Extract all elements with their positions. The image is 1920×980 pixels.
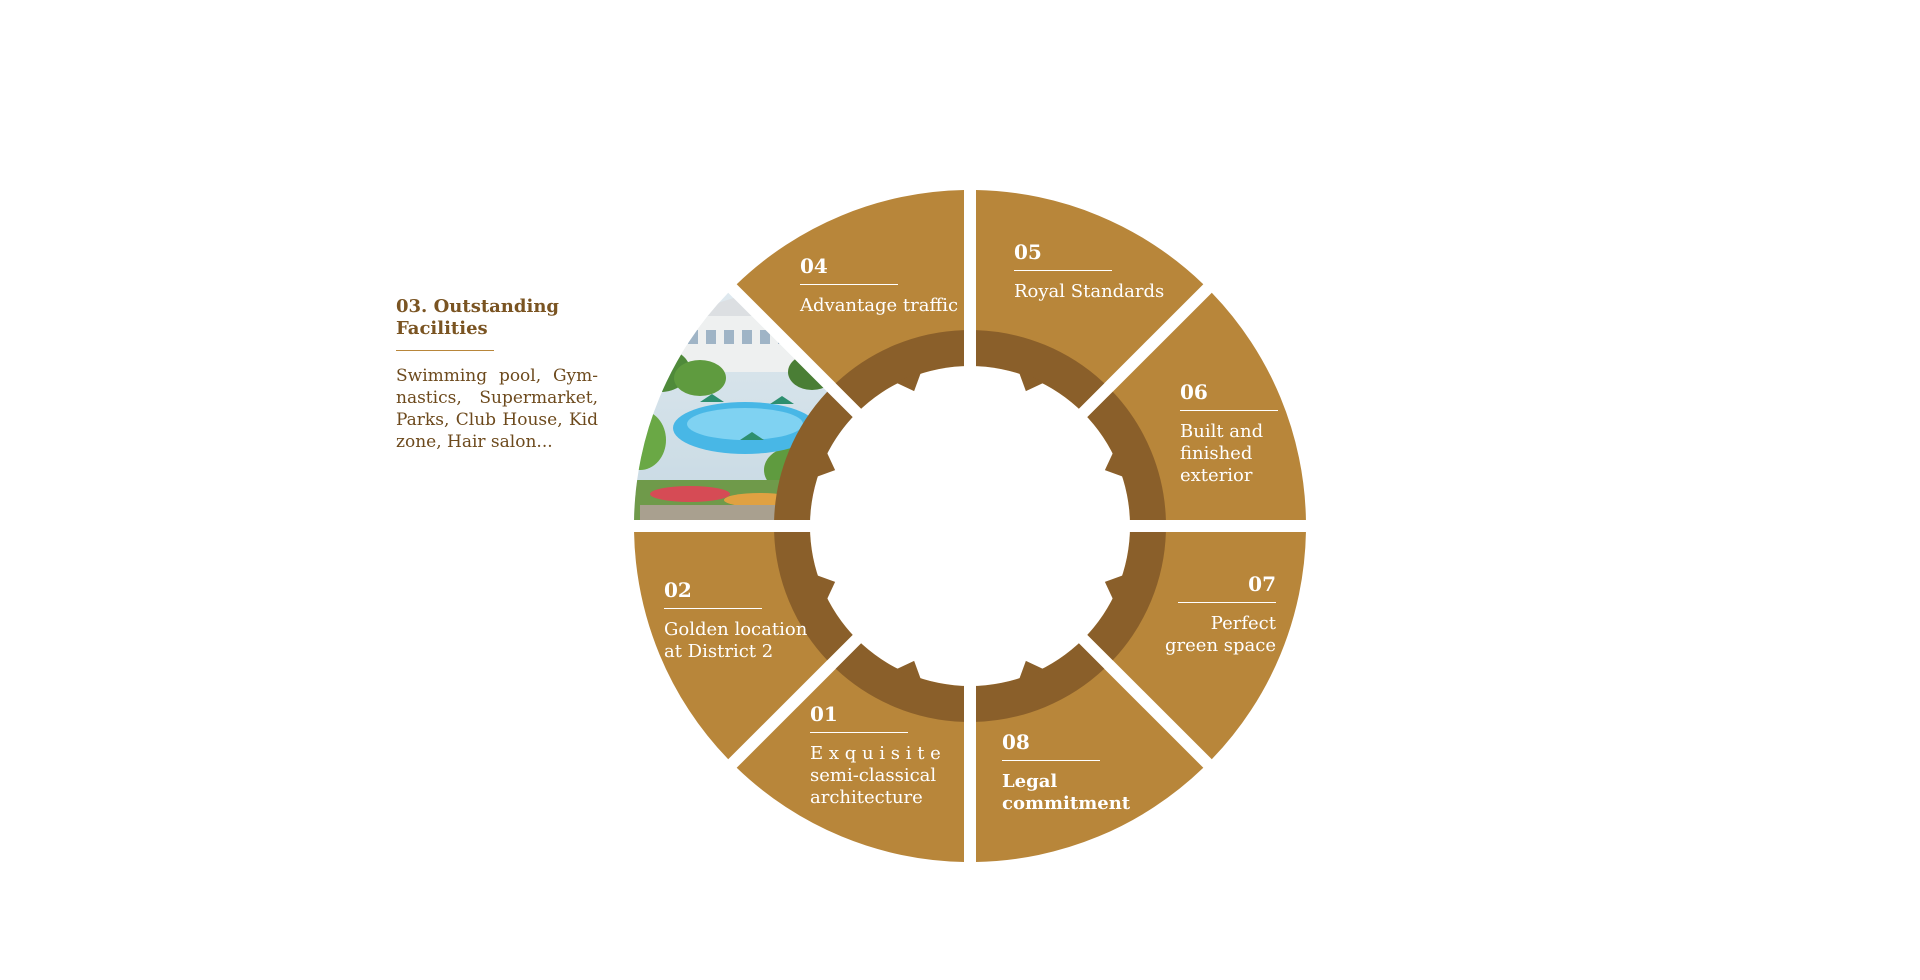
detail-title: Outstanding Facilities [396, 296, 559, 339]
segment-number: 01 [810, 702, 838, 726]
segment-divider [1178, 602, 1276, 603]
segment-number: 02 [664, 578, 692, 602]
ring-notch [1018, 660, 1045, 681]
segment-divider [1002, 760, 1100, 761]
segment-title: Perfect green space [1165, 613, 1276, 656]
segment-label-01[interactable]: 01 E x q u i s i t e semi-classical archi… [810, 702, 960, 809]
segment-title: Royal Standards [1014, 281, 1165, 302]
ring-notch [1104, 574, 1125, 601]
segment-divider [1180, 410, 1278, 411]
ring-notch [815, 574, 836, 601]
detail-heading: 03. Outstanding Facilities [396, 296, 598, 340]
detail-panel: 03. Outstanding Facilities Swimming pool… [396, 296, 598, 453]
inner-ring-05 [975, 330, 1105, 409]
segment-number: 07 [1248, 572, 1276, 596]
detail-description: Swimming pool, Gym-nastics, Supermarket,… [396, 366, 598, 452]
ring-notch [895, 371, 922, 392]
segment-divider [664, 608, 762, 609]
ring-notch [815, 451, 836, 478]
segment-divider [810, 732, 908, 733]
ring-notch [1018, 371, 1045, 392]
ring-notch [1104, 451, 1125, 478]
segment-number: 06 [1180, 380, 1208, 404]
detail-number: 03. [396, 296, 428, 317]
segment-number: 04 [800, 254, 828, 278]
inner-ring-08 [975, 643, 1105, 722]
detail-divider [396, 350, 494, 351]
segment-title: Advantage traffic [800, 295, 959, 316]
segment-divider [1014, 270, 1112, 271]
segment-divider [800, 284, 898, 285]
segment-title: Built and finished exterior [1180, 421, 1264, 486]
segment-number: 08 [1002, 730, 1030, 754]
inner-ring-03 [774, 391, 853, 521]
inner-ring-06 [1087, 391, 1166, 521]
segment-title: Golden location at District 2 [664, 619, 808, 662]
inner-ring-01 [835, 643, 965, 722]
center-circle [810, 366, 1130, 686]
segment-number: 05 [1014, 240, 1042, 264]
segment-title: Legal commitment [1002, 771, 1131, 814]
inner-ring-04 [835, 330, 965, 409]
ring-notch [895, 660, 922, 681]
segment-title: E x q u i s i t e semi-classical archite… [810, 743, 941, 808]
inner-ring-07 [1087, 531, 1166, 661]
inner-ring-02 [774, 531, 853, 661]
